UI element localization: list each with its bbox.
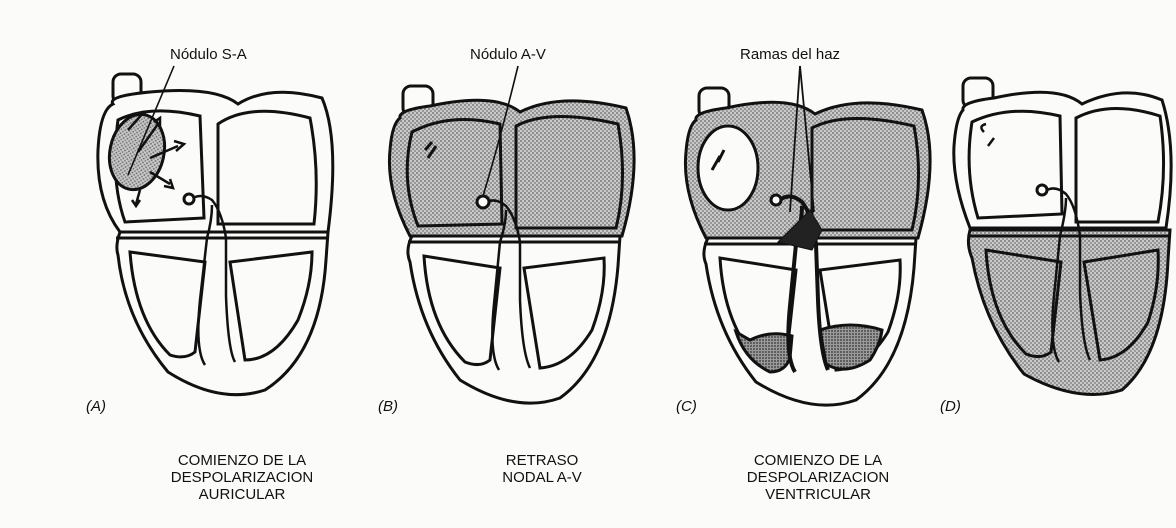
panel-label-c: (C) — [676, 398, 697, 415]
heart-panel-c — [685, 66, 930, 405]
sa-node-label: Nódulo S-A — [170, 46, 247, 63]
panel-label-a: (A) — [86, 398, 106, 415]
heart-panel-d — [954, 78, 1171, 394]
av-node-label: Nódulo A-V — [470, 46, 546, 63]
caption-a: COMIENZO DE LA DESPOLARIZACION AURICULAR — [142, 452, 342, 503]
ventricles-outline-a — [117, 232, 328, 395]
heart-panel-a — [98, 66, 333, 395]
panel-label-d: (D) — [940, 398, 961, 415]
caption-b: RETRASO NODAL A-V — [442, 452, 642, 486]
heart-panel-b — [389, 66, 634, 403]
panel-label-b: (B) — [378, 398, 398, 415]
bundle-branches-label: Ramas del haz — [740, 46, 840, 63]
caption-c: COMIENZO DE LA DESPOLARIZACION VENTRICUL… — [718, 452, 918, 503]
